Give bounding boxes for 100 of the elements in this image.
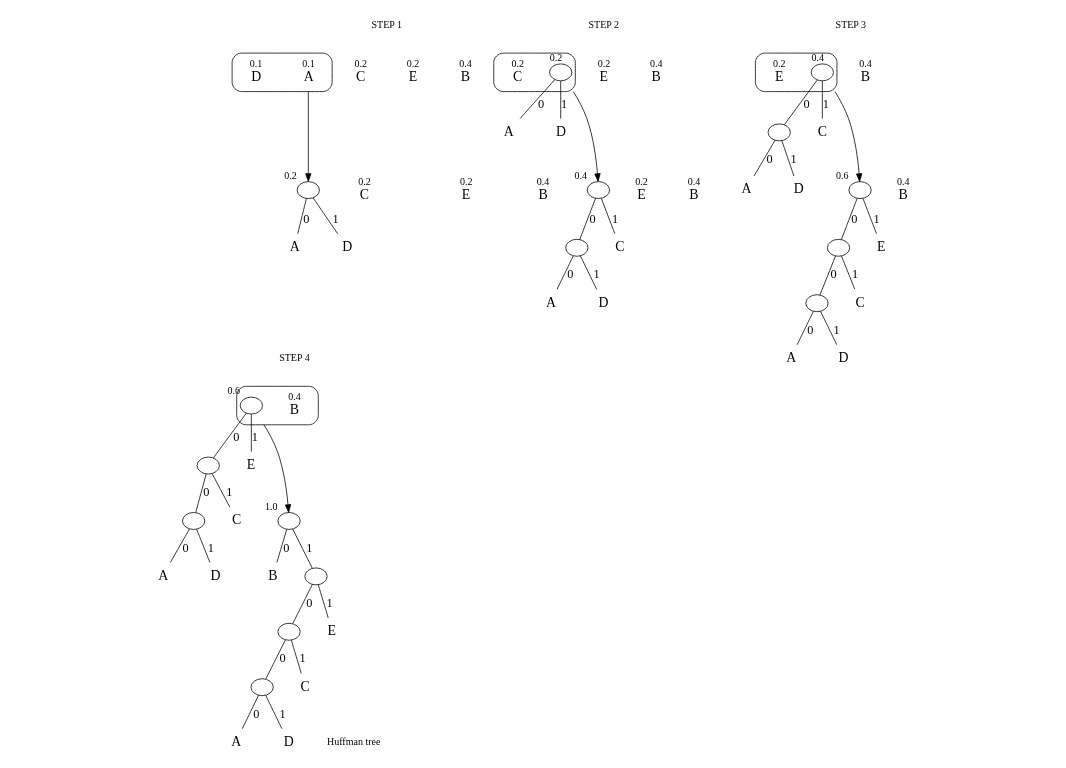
edge-label: 1 <box>851 267 859 282</box>
edge-label: 1 <box>279 706 286 721</box>
node-label: 0.4 <box>459 58 472 70</box>
node-text: B <box>651 69 661 85</box>
node-text: B <box>538 186 548 202</box>
node-text: E <box>327 623 336 639</box>
node-text: D <box>251 69 262 85</box>
edge-label: 1 <box>833 322 840 337</box>
node-text: E <box>876 239 886 255</box>
edge-label: 1 <box>873 212 880 227</box>
node-label: 0.6 <box>227 385 240 397</box>
edge-label: 0 <box>589 212 596 227</box>
node-label: 0.2 <box>773 58 786 70</box>
node-text: A <box>231 733 242 749</box>
node-label: 0.4 <box>687 176 701 187</box>
node-label: 0.2 <box>358 176 371 187</box>
edge-label: 1 <box>306 540 313 555</box>
node-label: 0.4 <box>574 169 587 181</box>
edge-label: 0 <box>807 322 814 337</box>
node-text: C <box>356 69 366 85</box>
node-label: 0.1 <box>249 58 263 70</box>
node-label: 0.6 <box>836 169 849 181</box>
node-text: A <box>289 239 300 255</box>
node-text: B <box>289 402 300 418</box>
node-text: C <box>817 123 827 139</box>
edge-label: 1 <box>790 151 797 166</box>
node-text: B <box>898 186 908 202</box>
node-text: D <box>210 567 221 583</box>
node-text: D <box>342 239 353 255</box>
edge-label: 1 <box>326 596 333 611</box>
edge-label: 1 <box>299 651 306 666</box>
node-text: E <box>599 69 609 85</box>
node-label: 0.4 <box>288 391 301 403</box>
node-text: C <box>359 186 370 202</box>
edge-label: 0 <box>830 267 837 282</box>
edge-label: 0 <box>253 706 260 721</box>
node-label: 1.0 <box>265 500 278 512</box>
node-label: 0.2 <box>597 58 611 70</box>
node-text: B <box>460 69 470 85</box>
edge-label: 1 <box>251 429 258 444</box>
node-text: A <box>158 567 169 583</box>
node-text: E <box>246 456 256 472</box>
edge-label: 0 <box>803 96 810 111</box>
node-text: B <box>689 186 699 202</box>
node-label: 0.4 <box>649 58 663 70</box>
node-text: D <box>598 294 609 310</box>
node-label: 0.2 <box>511 58 524 70</box>
node-text: A <box>786 349 797 365</box>
node-label: 0.2 <box>406 58 420 70</box>
node-text: C <box>855 294 865 310</box>
node-label: 0.4 <box>896 176 910 187</box>
node-text: A <box>303 69 314 85</box>
edge-label: 0 <box>233 429 240 444</box>
edge-label: 1 <box>226 485 233 500</box>
node-text: C <box>615 239 625 255</box>
label: STEP 3 <box>835 19 867 31</box>
node-label: 0.2 <box>549 52 563 64</box>
node-text: D <box>283 733 294 749</box>
edge-label: 0 <box>203 485 210 500</box>
node-text: C <box>300 678 310 694</box>
node-text: E <box>637 186 646 202</box>
edge-label: 0 <box>538 96 545 111</box>
node-label: 0.2 <box>459 176 473 187</box>
edge-label: 1 <box>822 96 829 111</box>
label: STEP 2 <box>588 19 620 31</box>
edge-label: 0 <box>303 212 310 227</box>
node-label: 0.1 <box>302 58 315 70</box>
node-label: 0.2 <box>354 58 367 70</box>
node-text: A <box>741 181 752 197</box>
node-text: B <box>268 567 278 583</box>
node-text: A <box>546 294 557 310</box>
node-text: D <box>793 181 804 197</box>
node-text: C <box>232 512 242 528</box>
edge-label: 1 <box>593 267 600 282</box>
node-text: C <box>512 69 523 85</box>
node-text: D <box>838 349 849 365</box>
edge-label: 0 <box>182 540 189 555</box>
label: STEP 1 <box>371 19 403 31</box>
node-label: 0.2 <box>635 176 648 187</box>
edge-label: 0 <box>567 267 574 282</box>
node-label: 0.4 <box>536 176 550 187</box>
edge-label: 1 <box>332 212 339 227</box>
edge-label: 1 <box>611 212 619 227</box>
edge-label: 0 <box>766 151 773 166</box>
edge-label: 1 <box>207 540 215 555</box>
edge-label: 1 <box>561 96 568 111</box>
node-text: E <box>775 69 784 85</box>
label: Huffman tree <box>327 736 381 748</box>
node-label: 0.2 <box>284 169 297 181</box>
node-label: 0.4 <box>811 52 824 64</box>
node-label: 0.4 <box>859 58 872 70</box>
node-text: B <box>860 69 871 85</box>
edge-label: 0 <box>283 540 290 555</box>
node-text: E <box>408 69 418 85</box>
label: STEP 4 <box>279 352 310 364</box>
node-text: D <box>556 123 567 139</box>
node-text: E <box>461 186 471 202</box>
edge-label: 0 <box>306 596 313 611</box>
node-text: A <box>503 123 514 139</box>
edge-label: 0 <box>279 651 286 666</box>
